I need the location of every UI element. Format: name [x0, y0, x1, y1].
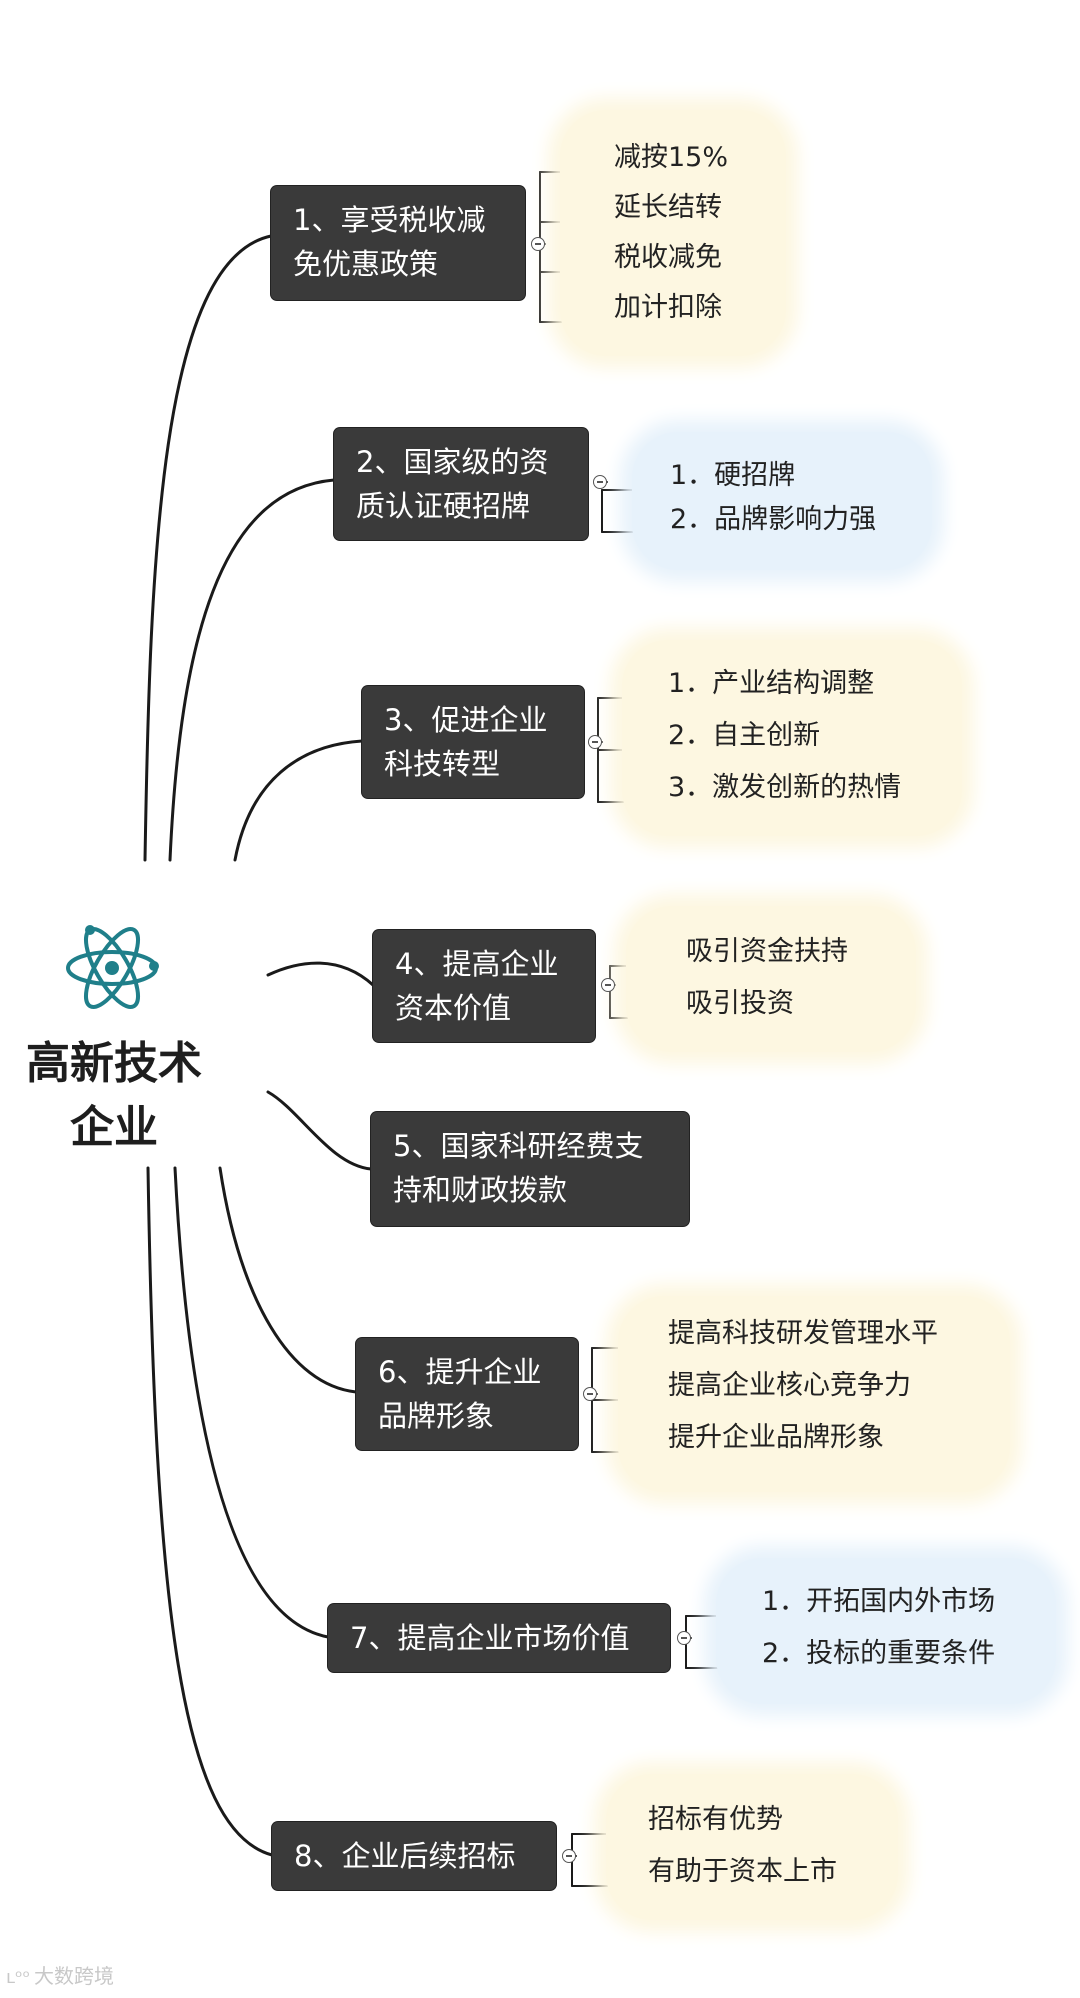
branch-node-6[interactable]: 6、提升企业 品牌形象 [356, 1338, 578, 1450]
leaf-4-1: 吸引资金扶持 [686, 936, 848, 967]
branch-node-7-line1: 7、提高企业市场价值 [350, 1621, 630, 1655]
branch-connector-2 [168, 478, 336, 862]
branch-node-3-line2: 科技转型 [384, 747, 501, 781]
cloud-1 [560, 110, 786, 356]
leaf-1-4: 加计扣除 [614, 292, 722, 323]
branch-node-6-line1: 6、提升企业 [378, 1355, 542, 1389]
leaf-7-1: 1．开拓国内外市场 [762, 1586, 996, 1617]
branch-node-8[interactable]: 8、企业后续招标 [272, 1822, 556, 1890]
cloud-4 [626, 906, 916, 1052]
collapse-toggle-8[interactable] [562, 1849, 576, 1863]
branch-node-1[interactable]: 1、享受税收减 免优惠政策 [271, 186, 525, 300]
leaf-6-3: 提升企业品牌形象 [668, 1422, 884, 1453]
collapse-toggle-1[interactable] [531, 237, 545, 251]
leaf-3-1: 1．产业结构调整 [668, 668, 875, 699]
branch-node-1-line2: 免优惠政策 [293, 247, 439, 281]
branch-node-4-line1: 4、提高企业 [395, 947, 559, 981]
leaf-1-3: 税收减免 [614, 242, 722, 273]
branch-node-5[interactable]: 5、国家科研经费支 持和财政拨款 [371, 1112, 689, 1226]
branch-connector-1 [143, 234, 273, 862]
leaf-3-2: 2．自主创新 [668, 720, 821, 751]
watermark-text: 大数跨境 [34, 1964, 115, 1988]
leaf-8-1: 招标有优势 [648, 1804, 783, 1835]
collapse-toggle-2[interactable] [593, 475, 607, 489]
leaf-3-3: 3．激发创新的热情 [668, 772, 902, 803]
branch-node-2-line1: 2、国家级的资 [356, 445, 549, 479]
branch-connector-8 [146, 1166, 274, 1857]
branch-node-7[interactable]: 7、提高企业市场价值 [328, 1604, 670, 1672]
branch-node-4[interactable]: 4、提高企业 资本价值 [373, 930, 595, 1042]
collapse-toggle-3[interactable] [588, 735, 602, 749]
leaf-6-1: 提高科技研发管理水平 [668, 1318, 938, 1349]
cloud-2 [632, 432, 932, 570]
branch-node-8-line1: 8、企业后续招标 [294, 1839, 516, 1873]
cloud-6 [618, 1296, 1010, 1492]
root-topic-line2: 企业 [70, 1102, 158, 1153]
leaf-4-2: 吸引投资 [686, 988, 794, 1019]
leaf-8-2: 有助于资本上市 [648, 1856, 837, 1887]
branch-node-2[interactable]: 2、国家级的资 质认证硬招牌 [334, 428, 588, 540]
atom-icon [64, 920, 160, 1020]
branch-node-5-line1: 5、国家科研经费支 [393, 1129, 644, 1163]
leaf-7-2: 2．投标的重要条件 [762, 1638, 996, 1669]
branch-node-2-line2: 质认证硬招牌 [356, 489, 531, 523]
branch-node-3[interactable]: 3、促进企业 科技转型 [362, 686, 584, 798]
branch-connector-6 [218, 1166, 358, 1394]
leaf-1-2: 延长结转 [614, 192, 722, 223]
branch-node-4-line2: 资本价值 [395, 991, 512, 1025]
cloud-8 [606, 1774, 898, 1920]
branch-node-1-line1: 1、享受税收减 [293, 203, 486, 237]
collapse-toggle-7[interactable] [677, 1631, 691, 1645]
cloud-7 [716, 1558, 1056, 1704]
root-topic: 高新技术 企业 [14, 1032, 214, 1160]
leaf-1-1: 减按15% [614, 142, 729, 173]
watermark-logo-icon: ʟᵒᵒ [6, 1967, 31, 1988]
branch-connector-3 [233, 739, 364, 862]
branch-node-3-line1: 3、促进企业 [384, 703, 548, 737]
leaf-2-1: 1．硬招牌 [670, 460, 796, 491]
collapse-toggle-4[interactable] [601, 978, 615, 992]
branch-connector-4 [266, 961, 375, 987]
branch-node-6-line2: 品牌形象 [378, 1399, 495, 1433]
branch-node-5-line2: 持和财政拨款 [393, 1173, 568, 1207]
branch-connector-7 [173, 1166, 330, 1639]
cloud-3 [622, 640, 962, 836]
leaf-2-2: 2．品牌影响力强 [670, 504, 877, 535]
branch-connector-5 [266, 1090, 373, 1171]
leaf-6-2: 提高企业核心竞争力 [668, 1370, 911, 1401]
collapse-toggle-6[interactable] [583, 1387, 597, 1401]
root-topic-line1: 高新技术 [26, 1038, 202, 1089]
